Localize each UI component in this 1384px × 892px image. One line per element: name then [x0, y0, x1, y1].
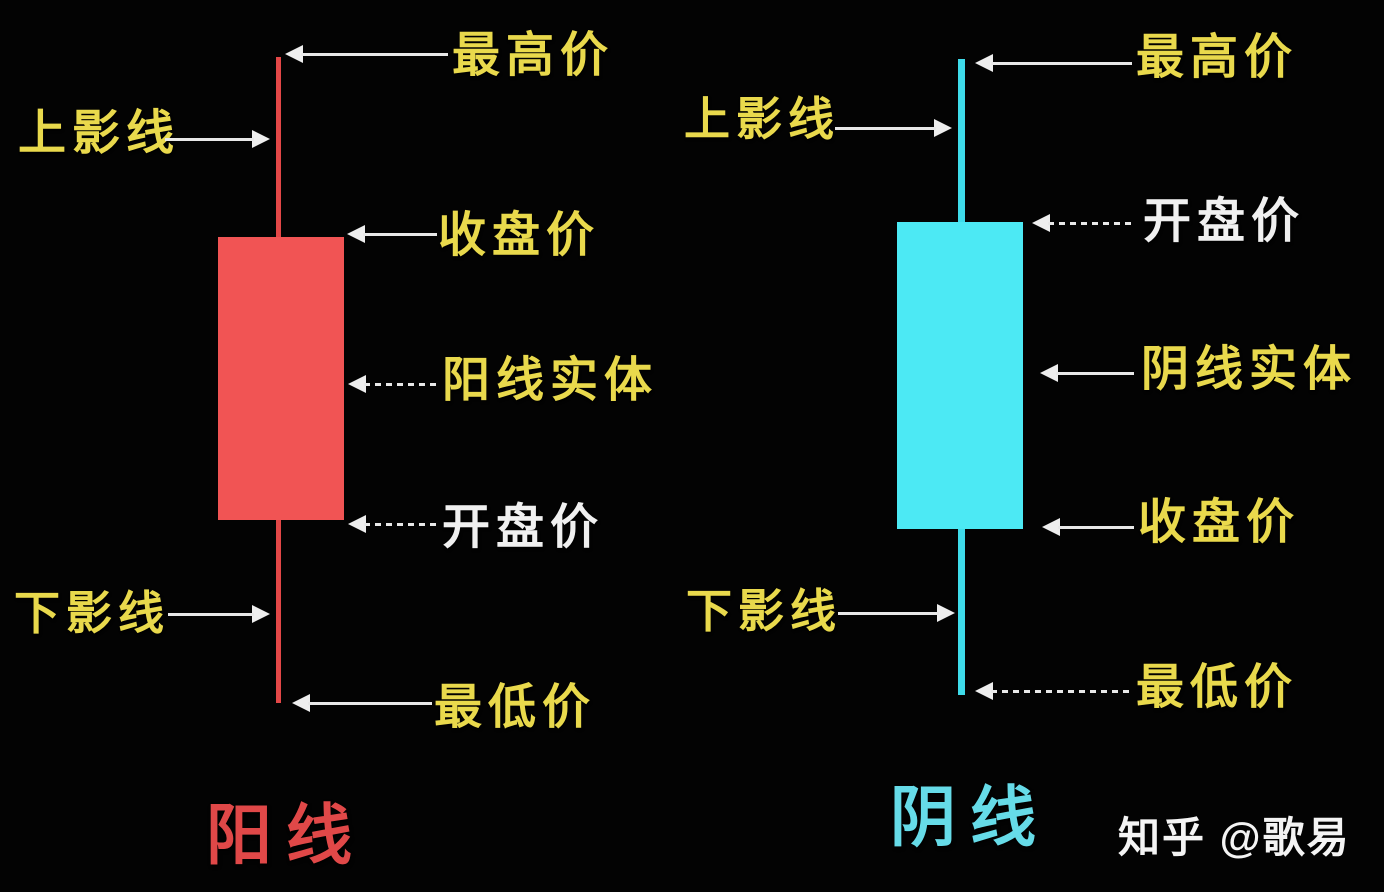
bearish-lowest-price-label: 最低价 — [1136, 661, 1299, 714]
arrow-shaft — [838, 612, 939, 615]
bearish-lower-shadow-arrow-icon — [838, 604, 955, 622]
bullish-lower-shadow-label: 下影线 — [14, 587, 170, 639]
arrow-head-icon — [975, 682, 993, 700]
arrow-head-icon — [252, 130, 270, 148]
arrow-head-icon — [1040, 364, 1058, 382]
bullish-close-price-label: 收盘价 — [438, 209, 601, 262]
arrow-shaft — [308, 702, 432, 705]
arrow-head-icon — [1032, 214, 1050, 232]
bullish-lower-shadow-arrow-icon — [168, 605, 270, 623]
bullish-upper-shadow-label: 上影线 — [18, 107, 181, 160]
bearish-candle-body — [897, 222, 1023, 529]
bearish-open-price-label: 开盘价 — [1143, 195, 1306, 248]
zhihu-watermark: 知乎 @歌易 — [1118, 814, 1351, 861]
arrow-head-icon — [348, 375, 366, 393]
bullish-lowest-arrow-icon — [292, 694, 432, 712]
arrow-shaft — [168, 613, 254, 616]
arrow-shaft — [991, 690, 1132, 693]
arrow-shaft — [364, 383, 440, 386]
arrow-head-icon — [934, 119, 952, 137]
bearish-lowest-arrow-icon — [975, 682, 1132, 700]
bearish-close-price-label: 收盘价 — [1138, 496, 1301, 549]
arrow-head-icon — [347, 225, 365, 243]
bearish-upper-shadow-label: 上影线 — [684, 93, 840, 145]
arrow-shaft — [363, 233, 437, 236]
bullish-candle-title: 阳线 — [206, 798, 366, 872]
arrow-shaft — [991, 62, 1132, 65]
arrow-shaft — [364, 523, 440, 526]
arrow-head-icon — [975, 54, 993, 72]
bullish-lowest-price-label: 最低价 — [434, 681, 597, 734]
bearish-highest-price-label: 最高价 — [1136, 31, 1299, 84]
bullish-body-arrow-icon — [348, 375, 440, 393]
bearish-close-arrow-icon — [1042, 518, 1134, 536]
bearish-body-label: 阴线实体 — [1141, 343, 1358, 396]
bullish-candle-body — [218, 237, 344, 520]
bullish-upper-shadow-arrow-icon — [165, 130, 270, 148]
arrow-head-icon — [252, 605, 270, 623]
arrow-shaft — [301, 53, 448, 56]
bullish-open-price-label: 开盘价 — [442, 501, 605, 554]
bearish-candle-title: 阴线 — [890, 780, 1050, 854]
arrow-shaft — [1058, 526, 1134, 529]
arrow-head-icon — [292, 694, 310, 712]
bullish-body-label: 阳线实体 — [442, 354, 659, 407]
arrow-shaft — [1056, 372, 1134, 375]
arrow-head-icon — [1042, 518, 1060, 536]
arrow-head-icon — [348, 515, 366, 533]
arrow-shaft — [835, 127, 936, 130]
arrow-head-icon — [937, 604, 955, 622]
bearish-highest-arrow-icon — [975, 54, 1132, 72]
arrow-head-icon — [285, 45, 303, 63]
arrow-shaft — [165, 138, 254, 141]
bearish-upper-shadow-arrow-icon — [835, 119, 952, 137]
bullish-highest-arrow-icon — [285, 45, 448, 63]
bearish-lower-shadow-label: 下影线 — [686, 585, 842, 637]
bullish-close-arrow-icon — [347, 225, 437, 243]
bearish-body-arrow-icon — [1040, 364, 1134, 382]
arrow-shaft — [1048, 222, 1132, 225]
bullish-highest-price-label: 最高价 — [452, 29, 615, 82]
bullish-open-arrow-icon — [348, 515, 440, 533]
bearish-open-arrow-icon — [1032, 214, 1132, 232]
